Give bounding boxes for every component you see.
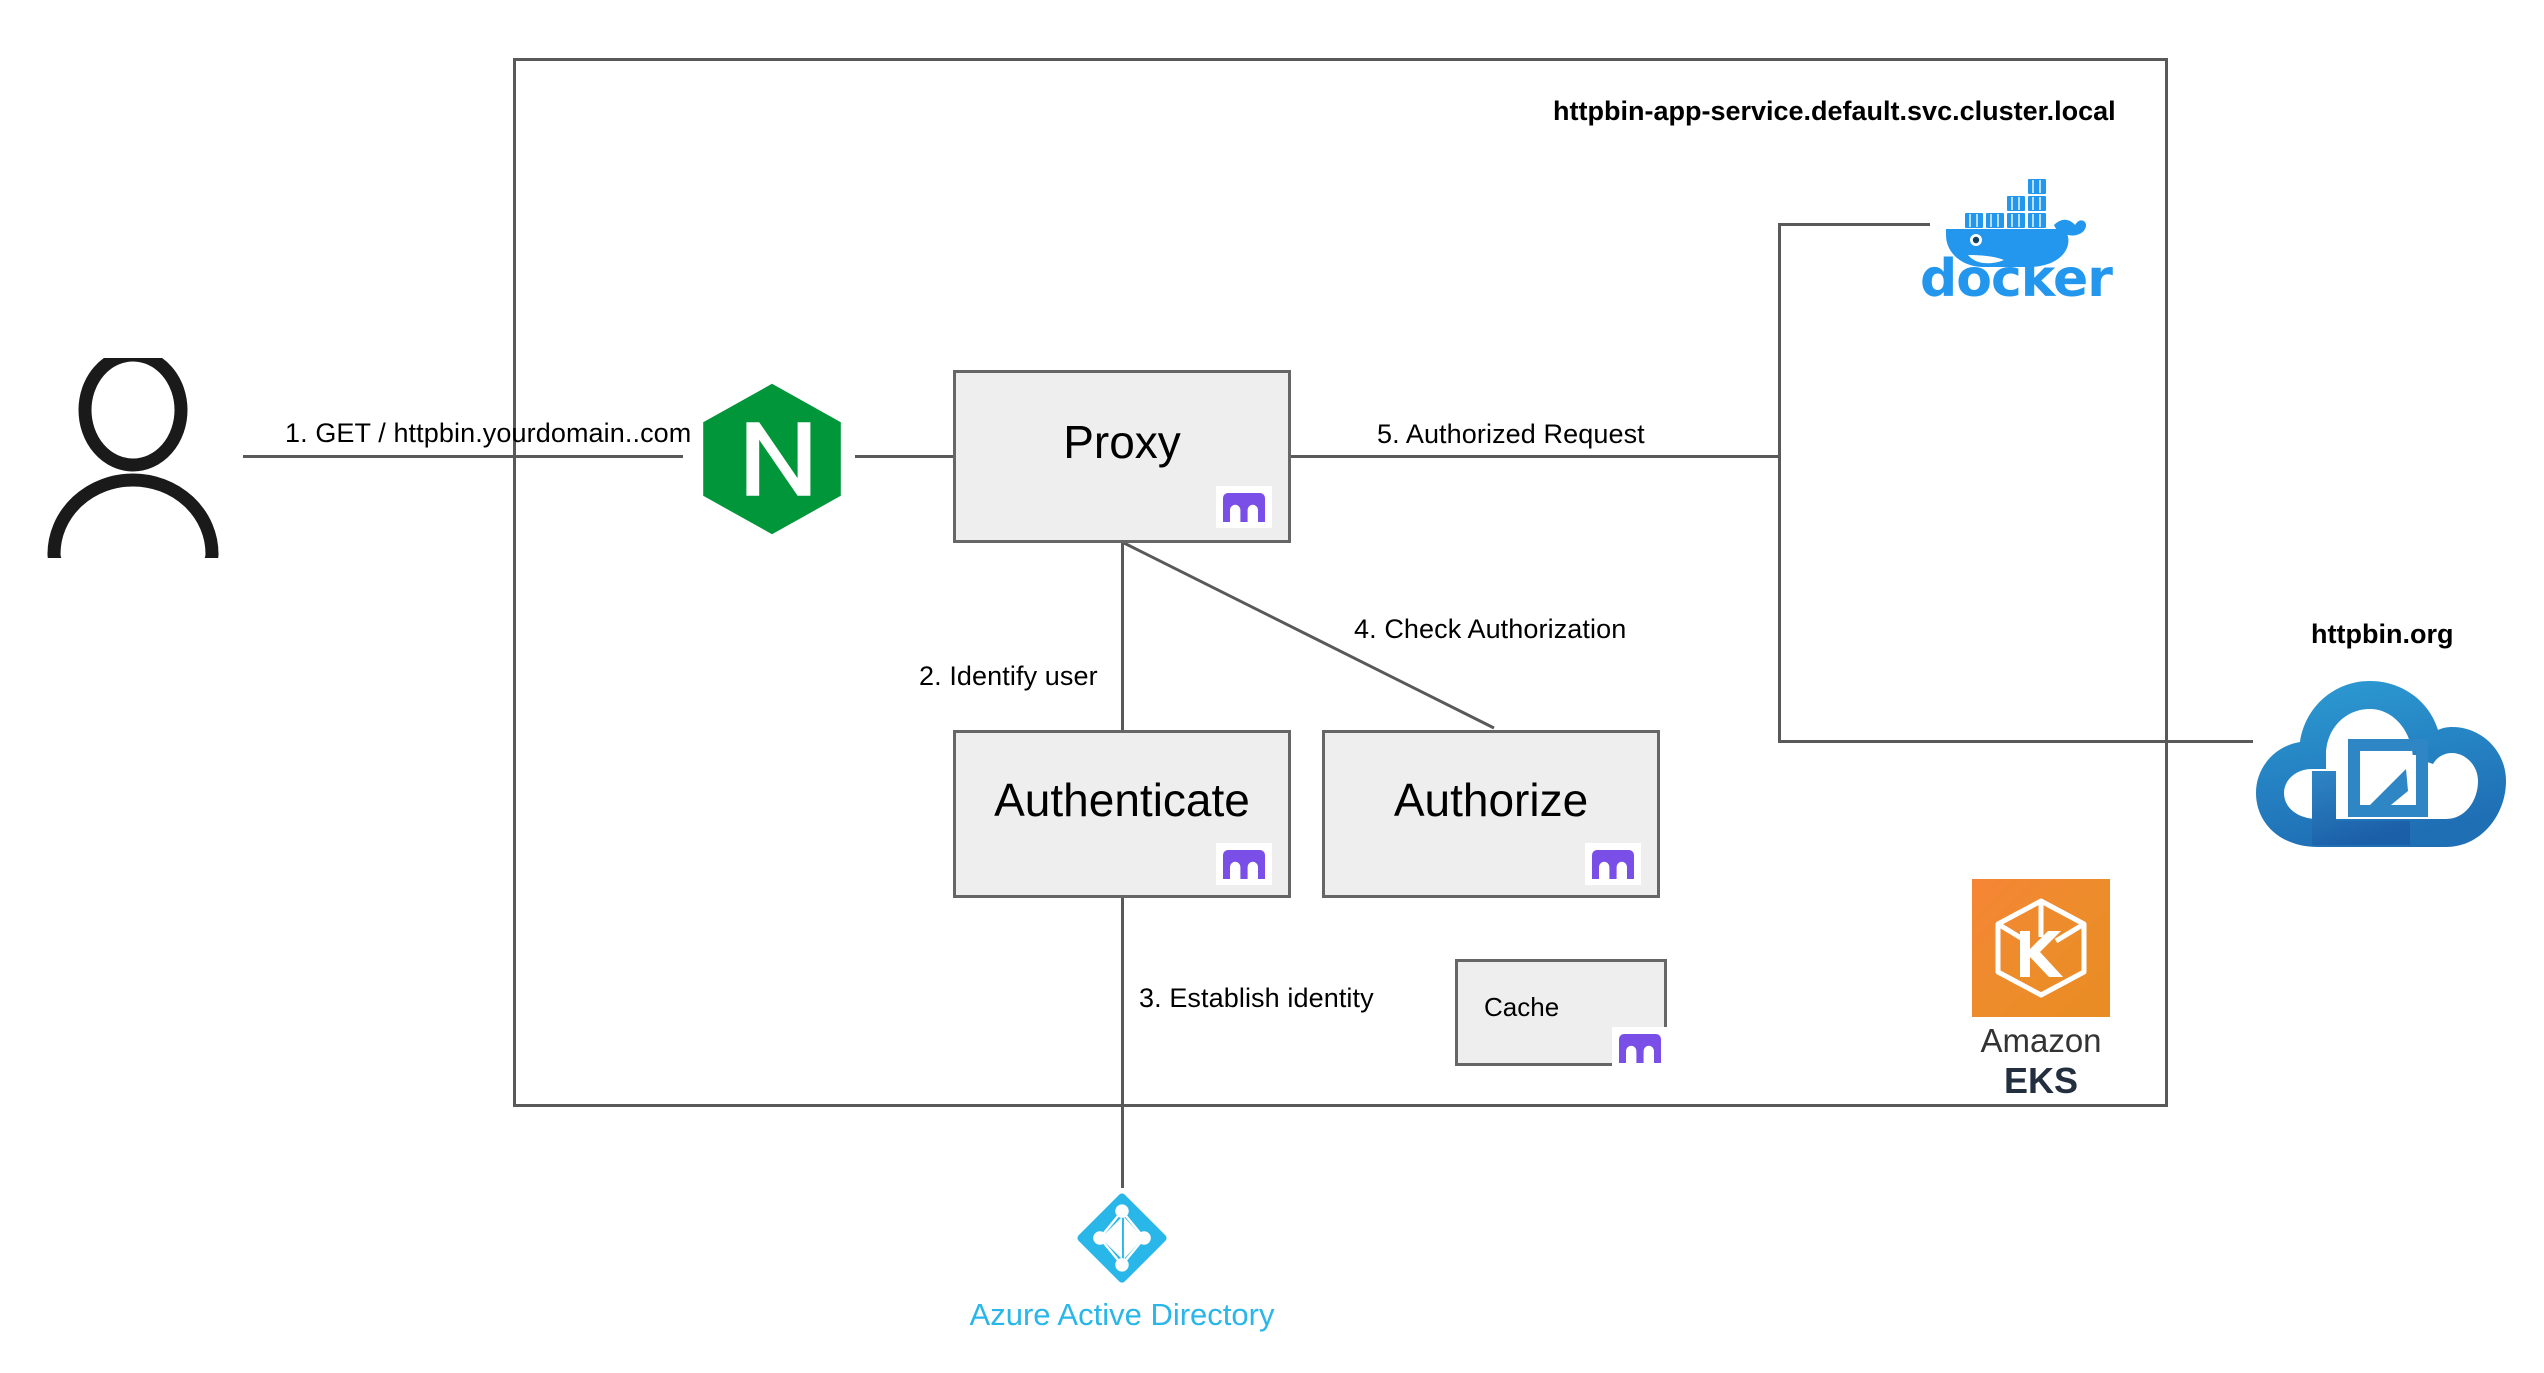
- amazon-eks-logo: Amazon EKS: [1968, 879, 2114, 1101]
- edge-proxy-to-riser: [1291, 455, 1781, 458]
- cloud-external-link-icon: [2256, 681, 2506, 847]
- edge-proxy-to-authenticate: [1121, 543, 1124, 733]
- eks-cluster-boundary: [513, 58, 2168, 1107]
- envoy-icon: [1585, 843, 1641, 885]
- cluster-service-caption: httpbin-app-service.default.svc.cluster.…: [1553, 96, 2116, 126]
- edge-label-step-4: 4. Check Authorization: [1354, 614, 1627, 644]
- node-cache-label: Cache: [1484, 992, 1560, 1022]
- edge-label-step-1: 1. GET / httpbin.yourdomain..com: [285, 418, 692, 448]
- node-cache[interactable]: Cache: [1455, 959, 1668, 1069]
- amazon-eks-icon: [1972, 879, 2110, 1017]
- nginx-icon: [703, 383, 841, 535]
- httpbin-org-label: httpbin.org: [2311, 619, 2454, 649]
- node-authorize[interactable]: Authorize: [1322, 730, 1660, 898]
- edge-label-step-2: 2. Identify user: [919, 661, 1098, 691]
- azure-active-directory-label: Azure Active Directory: [969, 1297, 1275, 1332]
- docker-whale-icon: [1946, 179, 2086, 267]
- docker-wordmark: docker: [1920, 249, 2113, 309]
- envoy-icon: [1216, 486, 1272, 528]
- edge-label-step-5: 5. Authorized Request: [1377, 419, 1645, 449]
- envoy-icon: [1612, 1027, 1668, 1069]
- node-authorize-label: Authorize: [1393, 774, 1589, 826]
- user-icon: [47, 358, 219, 558]
- amazon-eks-label-line2: EKS: [2003, 1060, 2079, 1101]
- amazon-eks-label-line1: Amazon: [1980, 1022, 2102, 1059]
- node-proxy-label: Proxy: [1063, 416, 1181, 468]
- edge-nginx-to-proxy: [855, 455, 955, 458]
- envoy-icon: [1216, 843, 1272, 885]
- node-proxy[interactable]: Proxy: [953, 370, 1291, 543]
- azure-active-directory-icon: [1077, 1193, 1167, 1283]
- edge-riser-to-docker: [1778, 223, 1930, 226]
- edge-user-to-nginx: [243, 455, 683, 458]
- edge-authenticate-to-azuread: [1121, 898, 1124, 1188]
- azure-active-directory-logo: Azure Active Directory: [948, 1190, 1296, 1333]
- edge-proxy-to-authorize: [1121, 540, 1495, 730]
- node-authenticate[interactable]: Authenticate: [953, 730, 1291, 898]
- node-authenticate-label: Authenticate: [994, 774, 1250, 826]
- edge-riser-vertical: [1778, 223, 1781, 742]
- edge-label-step-3: 3. Establish identity: [1139, 983, 1374, 1013]
- edge-riser-to-httpbin-cloud: [1778, 740, 2253, 743]
